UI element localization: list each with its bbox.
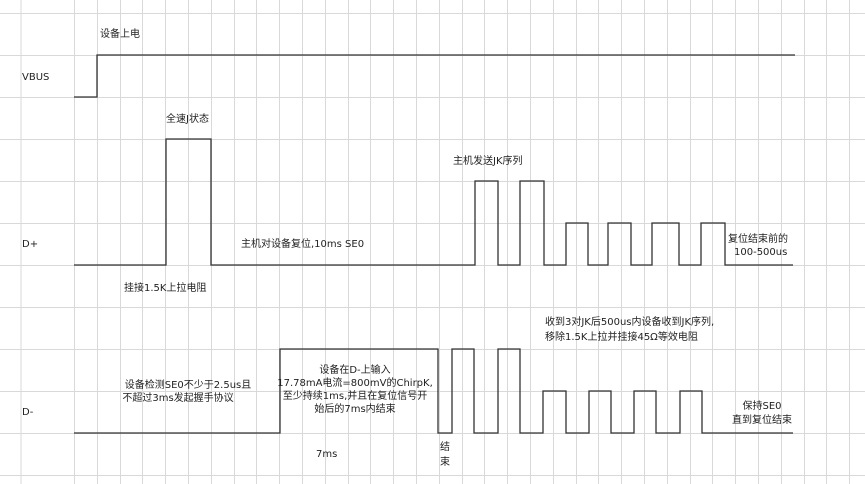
chirpk-note-4: 始后的7ms内结束 bbox=[314, 404, 396, 415]
before-reset-end-note-2: 100-500us bbox=[734, 247, 788, 258]
host-jk-note: 主机发送JK序列 bbox=[453, 156, 523, 167]
before-reset-end-note-1: 复位结束前的 bbox=[728, 234, 788, 245]
hold-se0-note-2: 直到复位结束 bbox=[732, 415, 792, 426]
end-note-1: 结 bbox=[440, 442, 450, 453]
host-reset-note: 主机对设备复位,10ms SE0 bbox=[241, 239, 365, 250]
detect-se0-note-1: 设备检测SE0不少于2.5us且 bbox=[124, 380, 252, 391]
vbus-label: VBUS bbox=[22, 72, 50, 83]
power-on-note: 设备上电 bbox=[100, 29, 140, 40]
vbus-waveform bbox=[74, 54, 795, 98]
dminus-waveform bbox=[74, 348, 793, 434]
dplus-label: D+ bbox=[22, 239, 39, 250]
chirpk-note-2: 17.78mA电流=800mV的ChirpK, bbox=[277, 378, 433, 389]
dplus-waveform bbox=[74, 138, 793, 266]
seven-ms-note: 7ms bbox=[316, 449, 338, 460]
device-recv-note-2: 移除1.5K上拉并挂接45Ω等效电阻 bbox=[545, 332, 698, 343]
pullup-note: 挂接1.5K上拉电阻 bbox=[124, 283, 207, 294]
detect-se0-note-2: 不超过3ms发起握手协议 bbox=[122, 393, 234, 404]
dminus-label: D- bbox=[22, 407, 34, 418]
chirpk-note-1: 设备在D-上输入 bbox=[319, 365, 391, 376]
chirpk-note-3: 至少持续1ms,并且在复位信号开 bbox=[282, 391, 428, 402]
end-note-2: 束 bbox=[440, 457, 450, 468]
hold-se0-note-1: 保持SE0 bbox=[742, 401, 782, 412]
fullspeed-j-note: 全速J状态 bbox=[166, 114, 209, 125]
device-recv-note-1: 收到3对JK后500us内设备收到JK序列, bbox=[545, 317, 715, 328]
